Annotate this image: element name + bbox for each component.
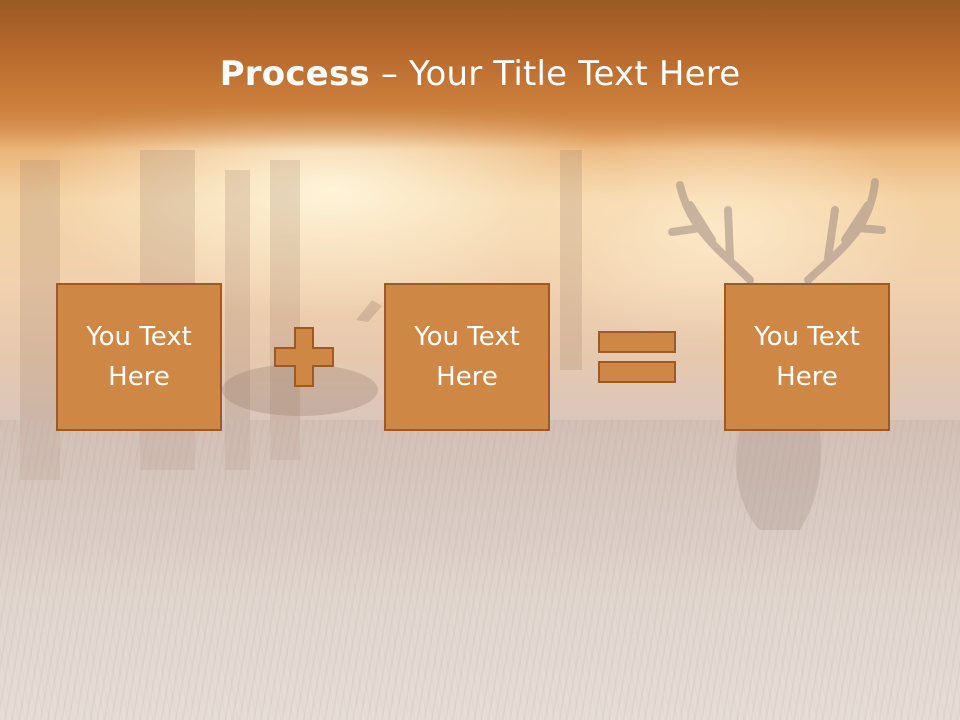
process-box-3[interactable]: You Text Here [724, 283, 890, 431]
equals-icon [598, 331, 676, 383]
plus-icon [274, 327, 334, 387]
title-rest: – Your Title Text Here [369, 54, 741, 94]
process-box-3-text: You Text Here [754, 322, 860, 392]
process-box-2[interactable]: You Text Here [384, 283, 550, 431]
process-box-2-text: You Text Here [414, 322, 520, 392]
frosted-grass [0, 420, 960, 720]
slide-title[interactable]: Process – Your Title Text Here [0, 52, 960, 96]
process-box-1-text: You Text Here [86, 322, 192, 392]
title-band [0, 0, 960, 150]
process-box-1[interactable]: You Text Here [56, 283, 222, 431]
title-bold: Process [219, 54, 370, 94]
